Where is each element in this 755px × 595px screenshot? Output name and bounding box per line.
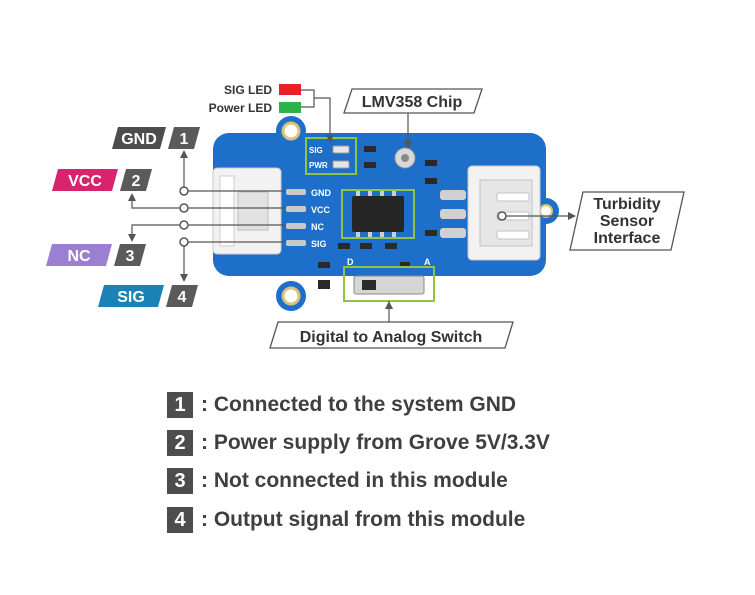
led-callout: SIG LED Power LED bbox=[209, 83, 334, 143]
silk-sig: SIG bbox=[311, 239, 327, 249]
legend-desc-2: : Power supply from Grove 5V/3.3V bbox=[201, 431, 550, 454]
chip-label: LMV358 Chip bbox=[362, 94, 463, 111]
pin-num-3: 3 bbox=[126, 248, 135, 265]
grove-board: GND VCC NC SIG SIG PWR bbox=[212, 116, 559, 311]
legend-row-1: 1 : Connected to the system GND bbox=[167, 392, 516, 418]
silk-gnd: GND bbox=[311, 188, 332, 198]
pin-name-gnd: GND bbox=[121, 131, 157, 148]
pin-name-vcc: VCC bbox=[68, 173, 102, 190]
module-diagram: GND VCC NC SIG SIG PWR bbox=[46, 83, 685, 349]
pin-tag-gnd: GND 1 bbox=[112, 127, 200, 149]
legend-num-4: 4 bbox=[167, 507, 193, 533]
pin-name-nc: NC bbox=[67, 248, 91, 265]
legend-num-1: 1 bbox=[167, 392, 193, 418]
sig-led-swatch bbox=[279, 84, 301, 95]
silk-sig-led: SIG bbox=[309, 146, 323, 155]
pin-tag-sig: SIG 4 bbox=[98, 285, 198, 307]
pin-name-sig: SIG bbox=[117, 289, 145, 306]
silk-d: D bbox=[347, 257, 354, 267]
switch-callout: Digital to Analog Switch bbox=[269, 301, 514, 349]
sensor-label-line3: Interface bbox=[594, 230, 661, 247]
sig-led-label: SIG LED bbox=[224, 83, 272, 97]
pin-leaders bbox=[131, 158, 286, 276]
silk-a: A bbox=[424, 257, 431, 267]
sensor-label-line2: Sensor bbox=[600, 213, 654, 230]
lmv358-chip bbox=[352, 196, 404, 232]
silk-nc: NC bbox=[311, 222, 324, 232]
sensor-callout: Turbidity Sensor Interface bbox=[497, 191, 685, 251]
sensor-label-line1: Turbidity bbox=[593, 196, 660, 213]
silk-pwr-led: PWR bbox=[309, 161, 328, 170]
pin-num-4: 4 bbox=[178, 289, 187, 306]
switch-label: Digital to Analog Switch bbox=[300, 329, 483, 346]
legend-desc-4: : Output signal from this module bbox=[201, 508, 526, 531]
power-led-swatch bbox=[279, 102, 301, 113]
pin-tag-vcc: VCC 2 bbox=[52, 169, 152, 191]
power-led-label: Power LED bbox=[209, 101, 273, 115]
pin-num-1: 1 bbox=[180, 131, 189, 148]
legend-desc-3: : Not connected in this module bbox=[201, 469, 508, 492]
legend-num-2: 2 bbox=[167, 430, 193, 456]
legend-row-2: 2 : Power supply from Grove 5V/3.3V bbox=[167, 430, 550, 456]
legend-row-3: 3 : Not connected in this module bbox=[167, 468, 508, 494]
legend-row-4: 4 : Output signal from this module bbox=[167, 507, 525, 533]
chip-highlight bbox=[341, 189, 415, 239]
silk-vcc: VCC bbox=[311, 205, 331, 215]
pin-num-2: 2 bbox=[132, 173, 141, 190]
legend-desc-1: : Connected to the system GND bbox=[201, 393, 517, 416]
legend-num-3: 3 bbox=[167, 468, 193, 494]
pin-tag-nc: NC 3 bbox=[46, 244, 146, 266]
chip-callout: LMV358 Chip bbox=[343, 88, 483, 149]
